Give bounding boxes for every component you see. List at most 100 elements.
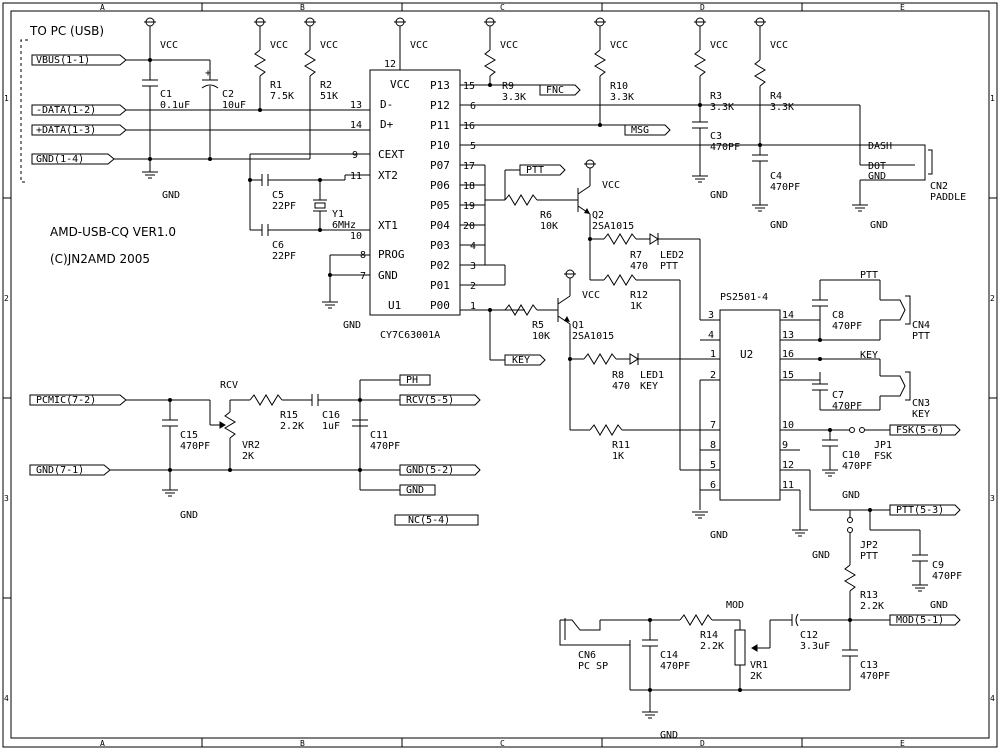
mod-title: MOD [726, 600, 744, 611]
r9-ref: R9 [502, 81, 514, 92]
board-title: AMD-USB-CQ VER1.0 [50, 225, 176, 239]
u2-pin-num: 6 [710, 480, 716, 491]
u1-pin-num: 20 [463, 221, 475, 232]
u1-pin-name: P11 [430, 119, 450, 132]
crystal-labels: C5 22PF C6 22PF Y1 6MHz [272, 190, 356, 262]
r15-value: 2.2K [280, 421, 304, 432]
cn3-key-label: KEY [860, 350, 878, 361]
c11-ref: C11 [370, 430, 388, 441]
u1-pin-name: CEXT [378, 148, 405, 161]
junctions-mod [648, 618, 742, 692]
col-label-b: B [300, 3, 305, 12]
cn2-ref: CN2 [930, 181, 948, 192]
u1-pin-num: 11 [350, 171, 362, 182]
r13-ref: R13 [860, 590, 878, 601]
usb-ports: VBUS(1-1) -DATA(1-2) +DATA(1-3) GND(1-4) [31, 54, 127, 165]
u1-pin-num: 5 [470, 141, 476, 152]
r7-value: 470 [630, 261, 648, 272]
junctions-jacks [818, 338, 822, 361]
row-label-2-right: 2 [990, 294, 995, 303]
c6-value: 22PF [272, 251, 296, 262]
u2-pin-num: 13 [782, 330, 794, 341]
vr1-ref: VR1 [750, 660, 768, 671]
q1-ref: Q1 [572, 320, 584, 331]
junctions-ptt [588, 237, 592, 241]
c5-value: 22PF [272, 201, 296, 212]
u1-pin-num: 10 [350, 231, 362, 242]
led2-value: PTT [660, 261, 678, 272]
row-label-4: 4 [4, 694, 9, 703]
u1-pin-name: P00 [430, 299, 450, 312]
border-labels: A B C D E A B C D E 1 2 3 4 1 2 3 4 [4, 3, 995, 748]
u1-pin-name: P06 [430, 179, 450, 192]
col-label-c: C [500, 3, 505, 12]
vr2-ref: VR2 [242, 440, 260, 451]
r11-value: 1K [612, 451, 624, 462]
r2-ref: R2 [320, 80, 332, 91]
vcc-label: VCC [582, 290, 600, 301]
ptt-5-3-label: PTT(5-3) [896, 505, 944, 516]
c7-ref: C7 [832, 390, 844, 401]
c12-value: 3.3uF [800, 641, 830, 652]
u1-pin-name: D+ [380, 118, 394, 131]
output-jack-labels: PTT C8 470PF CN4 PTT KEY C7 470PF CN3 KE… [832, 270, 930, 420]
u2-pin-num: 5 [710, 460, 716, 471]
cn2-name: PADDLE [930, 192, 966, 203]
col-label-b-bottom: B [300, 739, 305, 748]
u1-pin-num: 17 [463, 161, 475, 172]
r5-value: 10K [532, 331, 550, 342]
row-label-4-right: 4 [990, 694, 995, 703]
u1-pin-name: P13 [430, 79, 450, 92]
mod-circuit [559, 613, 961, 719]
key-driver [485, 264, 700, 436]
r10-value: 3.3K [610, 92, 634, 103]
vcc-label: VCC [500, 40, 518, 51]
u1-pin-name: XT2 [378, 169, 398, 182]
c3-ref: C3 [710, 131, 722, 142]
u1-ref: U1 [388, 299, 401, 312]
vcc-labels: VCC VCC VCC VCC VCC VCC VCC VCC VCC VCC [160, 40, 788, 301]
c16-value: 1uF [322, 421, 340, 432]
usb-heading: TO PC (USB) [29, 24, 104, 38]
u1-pin-name: P07 [430, 159, 450, 172]
rcv-title: RCV [220, 380, 238, 391]
r8-ref: R8 [612, 370, 624, 381]
c12-ref: C12 [800, 630, 818, 641]
port-output-labels: R9 3.3K FNC R10 3.3K MSG R3 3.3K C3 470P… [502, 81, 966, 231]
r12-ref: R12 [630, 290, 648, 301]
gnd-label: GND [812, 550, 830, 561]
cn6-ref: CN6 [578, 650, 596, 661]
col-label-e-bottom: E [900, 739, 905, 748]
u1-pin-numbers: 12 13 14 9 11 10 8 7 15 6 16 5 17 18 19 … [350, 59, 476, 312]
inner-border [10, 10, 990, 739]
c2-value: 10uF [222, 100, 246, 111]
gnd-label: GND [930, 600, 948, 611]
row-label-3-right: 3 [990, 494, 995, 503]
r7-ref: R7 [630, 250, 642, 261]
led1-value: KEY [640, 381, 658, 392]
u1-pin-num: 15 [463, 81, 475, 92]
vcc-label: VCC [270, 40, 288, 51]
u1-pin-name: VCC [390, 78, 410, 91]
row-label-3: 3 [4, 494, 9, 503]
r6-value: 10K [540, 221, 558, 232]
cn3-ref: CN3 [912, 398, 930, 409]
y1-value: 6MHz [332, 220, 356, 231]
nc-label: NC(5-4) [408, 515, 450, 526]
fsk-port-label: FSK(5-6) [896, 425, 944, 436]
crystal-circuit [249, 153, 346, 309]
u2-body [719, 309, 781, 501]
q2-value: 2SA1015 [592, 221, 634, 232]
u1-pin-num: 1 [470, 301, 476, 312]
r6-ref: R6 [540, 210, 552, 221]
u1-body [369, 69, 461, 316]
c3-value: 470PF [710, 142, 740, 153]
gnd-label: GND [842, 490, 860, 501]
port-data-plus [31, 124, 127, 136]
c4-value: 470PF [770, 182, 800, 193]
junction-fsk [828, 428, 832, 432]
ptt-top-label: PTT [526, 165, 544, 176]
mod-labels: MOD(5-1) MOD C12 3.3uF C13 470PF R14 2.2… [578, 600, 944, 741]
u2-pin-num: 11 [782, 480, 794, 491]
